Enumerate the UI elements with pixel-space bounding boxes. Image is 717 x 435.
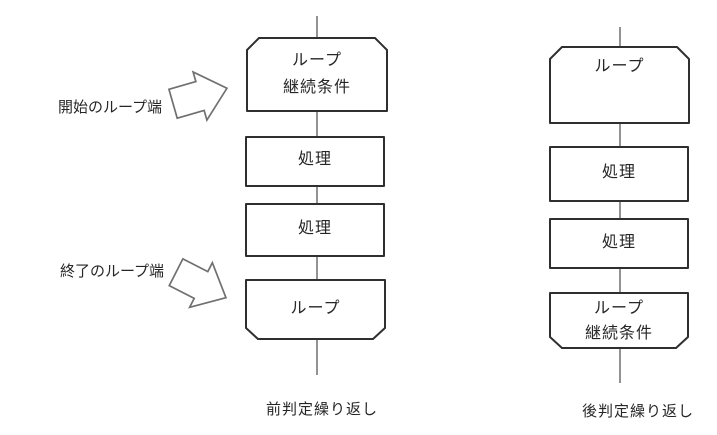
right-flow-caption: 後判定繰り返し (581, 402, 694, 420)
right-process-2-shape (549, 218, 689, 269)
left-flow-caption: 前判定繰り返し (265, 400, 378, 418)
left-process-2-shape (245, 203, 385, 257)
left-loop-start-title: ループ (291, 50, 343, 69)
start-loop-arrow-icon (167, 70, 229, 123)
left-loop-start-condition: 継続条件 (282, 77, 351, 96)
left-process-2-label: 処理 (297, 218, 332, 237)
left-loop-end-title: ループ (290, 298, 341, 317)
right-loop-end-shape (549, 292, 689, 349)
left-loop-start-shape (246, 37, 388, 112)
left-process-1-label: 処理 (297, 149, 332, 168)
start-loop-terminal-label: 開始のループ端 (57, 98, 163, 116)
right-loop-end-title: ループ (593, 298, 645, 317)
right-loop-end-condition: 継続条件 (584, 323, 653, 342)
end-loop-terminal-label: 終了のループ端 (59, 262, 165, 280)
right-process-1-label: 処理 (601, 162, 636, 181)
right-process-2-label: 処理 (601, 232, 636, 251)
left-process-1-shape (245, 136, 385, 187)
right-process-1-shape (549, 146, 689, 202)
right-loop-start-shape (549, 46, 690, 124)
right-loop-start-title: ループ (594, 56, 645, 75)
end-loop-arrow-icon (168, 257, 228, 309)
left-loop-end-shape (245, 279, 386, 340)
